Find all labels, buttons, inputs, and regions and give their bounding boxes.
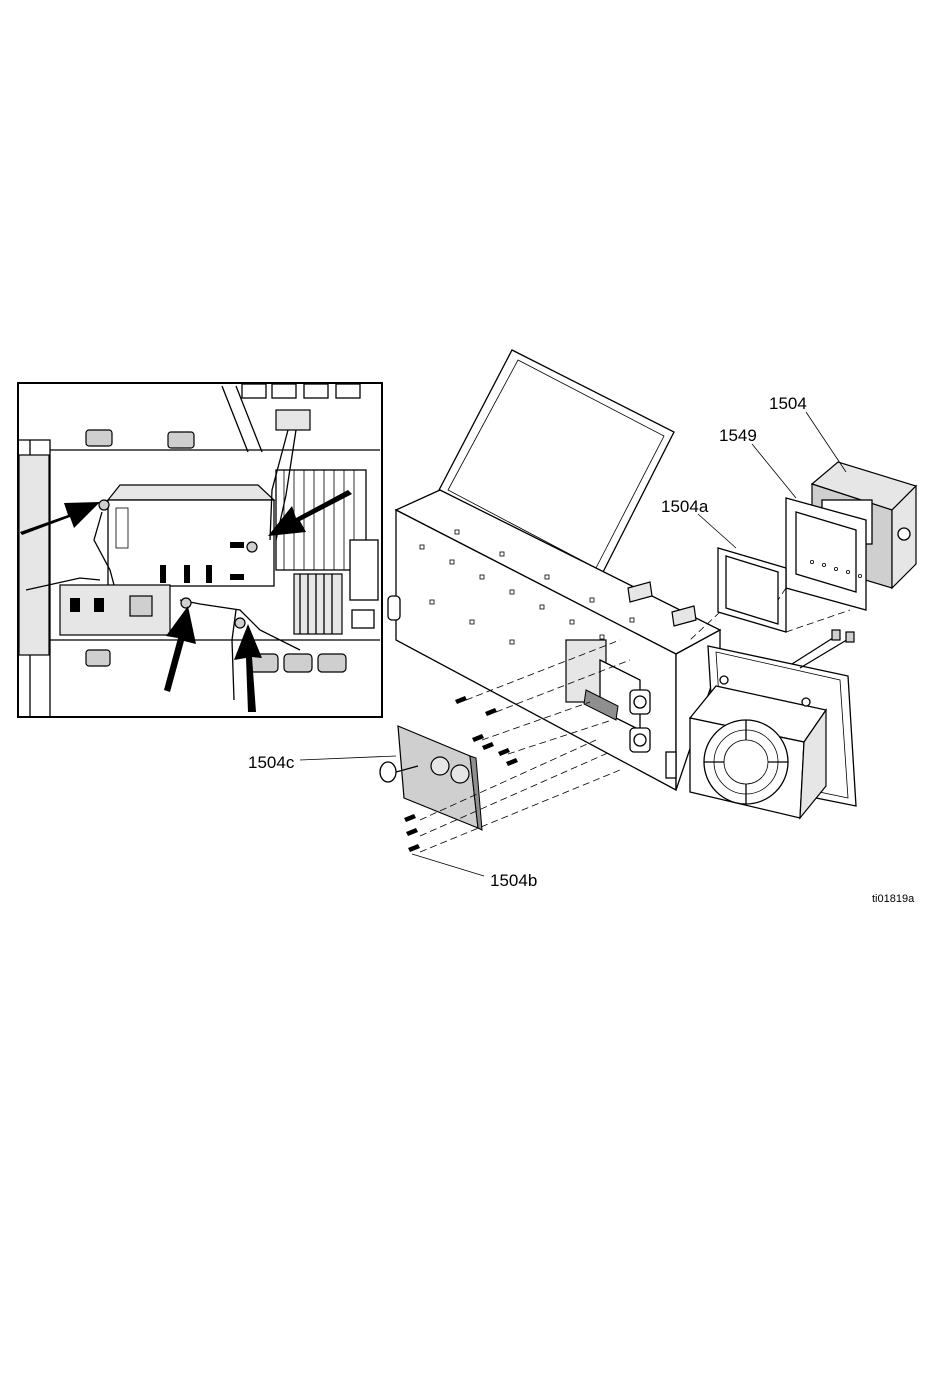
figure-id: ti01819a	[872, 893, 915, 905]
callout-1504b: 1504b	[490, 871, 537, 890]
part-1504a-window-gasket	[718, 548, 786, 632]
callout-1549: 1549	[719, 426, 757, 445]
callout-1504c: 1504c	[248, 753, 295, 772]
callout-1504: 1504	[769, 394, 807, 413]
part-1504c-cover-plate	[380, 726, 482, 830]
callout-1504a: 1504a	[661, 497, 709, 516]
inset-detail-view	[18, 383, 382, 717]
